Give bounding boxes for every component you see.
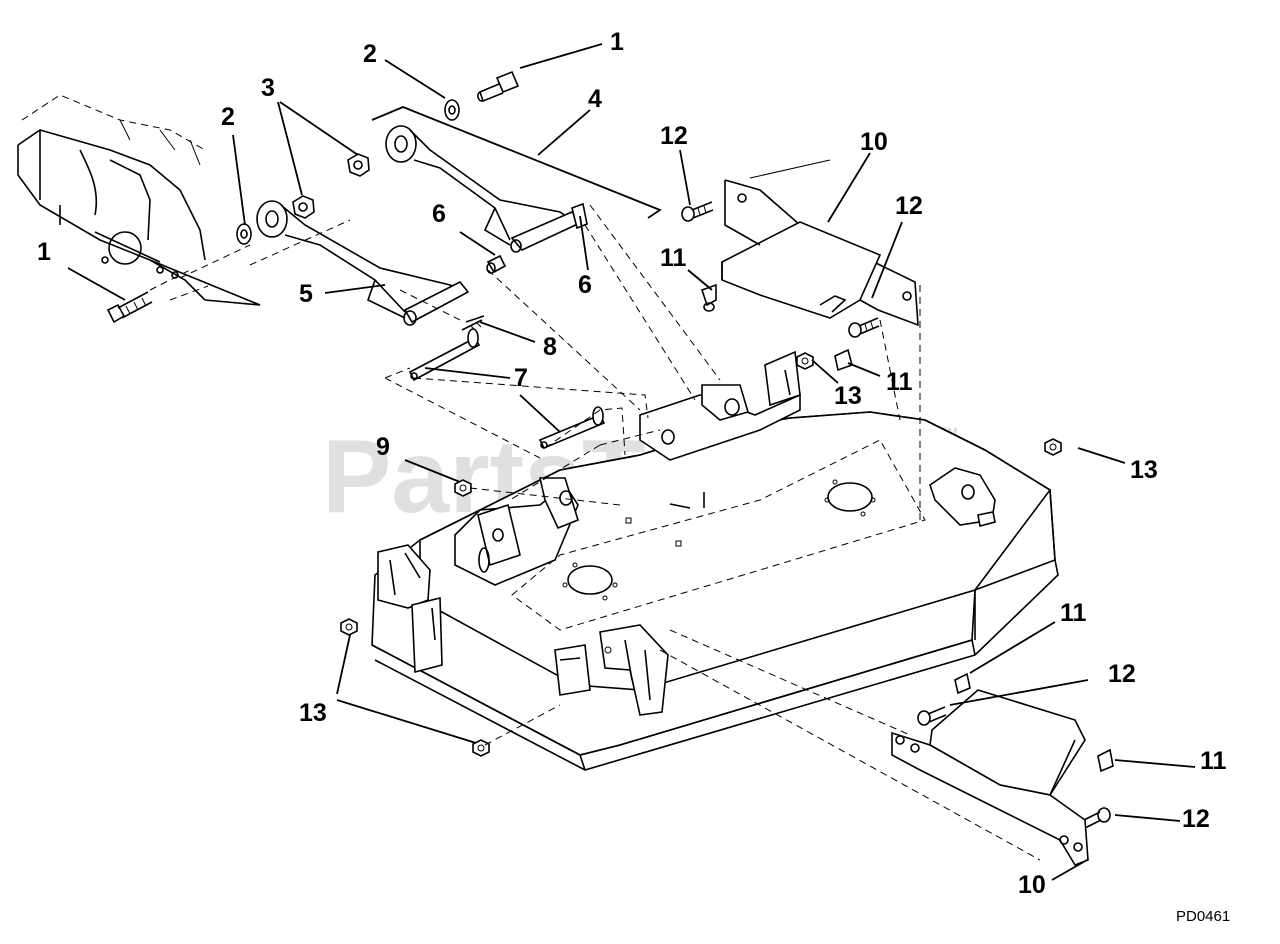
- washer-top: [444, 99, 460, 121]
- callout-1-top: 1: [610, 28, 624, 56]
- callout-12-right: 12: [895, 192, 923, 220]
- nut-upper: [347, 153, 370, 177]
- deck-bracket-rear: [639, 350, 801, 461]
- deflector-upper: [721, 159, 919, 327]
- callout-2-left: 2: [221, 103, 235, 131]
- mower-deck: [371, 411, 1059, 771]
- callout-10-top: 10: [860, 128, 888, 156]
- clevis-pin-upper: [408, 328, 481, 382]
- spacer-left: [486, 254, 507, 274]
- callout-4: 4: [588, 85, 602, 113]
- speed-clip-lower-2: [1097, 748, 1114, 773]
- callout-1-left: 1: [37, 238, 51, 266]
- nut-13-bottom: [472, 739, 490, 757]
- deck-bracket-front-right: [554, 624, 669, 716]
- carriage-bolt-right: [848, 317, 880, 338]
- carriage-bolt-lower: [917, 706, 947, 726]
- callout-13-right: 13: [1130, 456, 1158, 484]
- deck-bracket-front-left: [377, 544, 443, 674]
- callout-11-right: 11: [886, 368, 913, 396]
- lift-link-upper: [385, 125, 588, 253]
- callout-3: 3: [261, 74, 275, 102]
- speed-clip-right: [834, 348, 853, 372]
- deck-bracket-front: [454, 477, 579, 586]
- washer-left: [236, 223, 252, 245]
- callout-10-bottom: 10: [1018, 871, 1046, 899]
- hairpin-clip: [461, 315, 485, 331]
- callout-6-left: 6: [432, 200, 446, 228]
- nut-lower: [292, 195, 315, 219]
- callout-12-upper: 12: [660, 122, 688, 150]
- leader-lines: [67, 43, 1196, 881]
- callout-11-upper: 11: [660, 244, 687, 272]
- callout-7: 7: [514, 364, 528, 392]
- carriage-bolt-bottom: [1083, 807, 1111, 829]
- deck-bracket-right: [929, 467, 996, 527]
- callout-13-left: 13: [299, 699, 327, 727]
- speed-clip-lower-1: [954, 672, 971, 695]
- nut-9: [454, 479, 472, 497]
- nut-13-upper: [796, 352, 814, 370]
- callouts: 1 2 3 2 4 1 5 6 6 7 8 9 10 12 12 11 11 1…: [37, 28, 1227, 899]
- bolt-top: [477, 70, 520, 103]
- callout-11-lower-2: 11: [1200, 747, 1227, 775]
- carriage-bolt-upper: [681, 201, 714, 222]
- speed-clip-upper: [700, 283, 717, 312]
- alignment-lines: [169, 204, 1041, 861]
- callout-9: 9: [376, 433, 390, 461]
- nut-13-right: [1044, 438, 1062, 456]
- callout-2-top: 2: [363, 40, 377, 68]
- tractor-frame: [17, 94, 261, 306]
- callout-12-lower: 12: [1108, 660, 1136, 688]
- drawing-code: PD0461: [1176, 908, 1230, 925]
- callout-6-right: 6: [578, 271, 592, 299]
- callout-8: 8: [543, 333, 557, 361]
- callout-13-upper: 13: [834, 382, 862, 410]
- nut-13-left: [340, 618, 358, 636]
- callout-12-bottom: 12: [1182, 805, 1210, 833]
- callout-5: 5: [299, 280, 313, 308]
- bolt-left: [106, 291, 153, 324]
- callout-11-lower-1: 11: [1060, 599, 1087, 627]
